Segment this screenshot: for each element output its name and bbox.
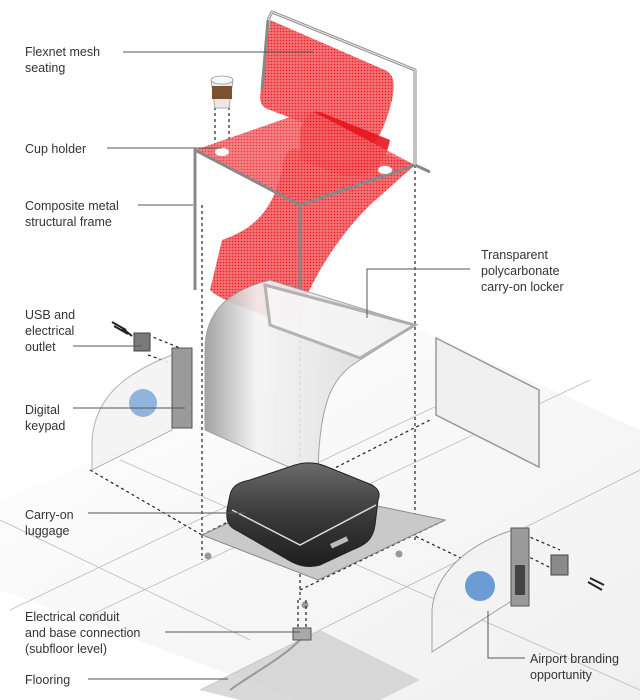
right-side-panel [431, 527, 605, 653]
back-panel [435, 336, 540, 469]
airport-logo-icon-right [465, 571, 495, 601]
label-carry-on-luggage: Carry-on luggage [25, 508, 74, 538]
label-electrical-conduit: Electrical conduit and base connection (… [25, 610, 141, 656]
label-flooring: Flooring [25, 673, 71, 687]
coffee-cup [210, 75, 234, 109]
usb-outlet-box [133, 332, 151, 352]
label-airport-branding: Airport branding opportunity [530, 652, 619, 682]
usb-outlet-box-right [550, 554, 569, 576]
airport-logo-icon [129, 389, 157, 417]
label-carry-on-locker: Transparent polycarbonate carry-on locke… [481, 248, 564, 294]
mesh-seat [193, 10, 431, 330]
label-cup-holder: Cup holder [25, 142, 87, 156]
conduit-connection [292, 600, 312, 641]
label-structural-frame: Composite metal structural frame [25, 199, 119, 229]
carry-on-luggage [226, 462, 380, 567]
leader-lines [73, 51, 525, 680]
plug-icon [111, 321, 133, 337]
plug-icon-right [587, 577, 605, 591]
carry-on-locker [204, 279, 419, 481]
label-usb-outlet: USB and electrical outlet [25, 308, 76, 354]
label-digital-keypad: Digital keypad [25, 403, 66, 433]
label-flexnet-mesh-seating: Flexnet mesh seating [25, 45, 101, 75]
digital-keypad-left [171, 347, 193, 429]
